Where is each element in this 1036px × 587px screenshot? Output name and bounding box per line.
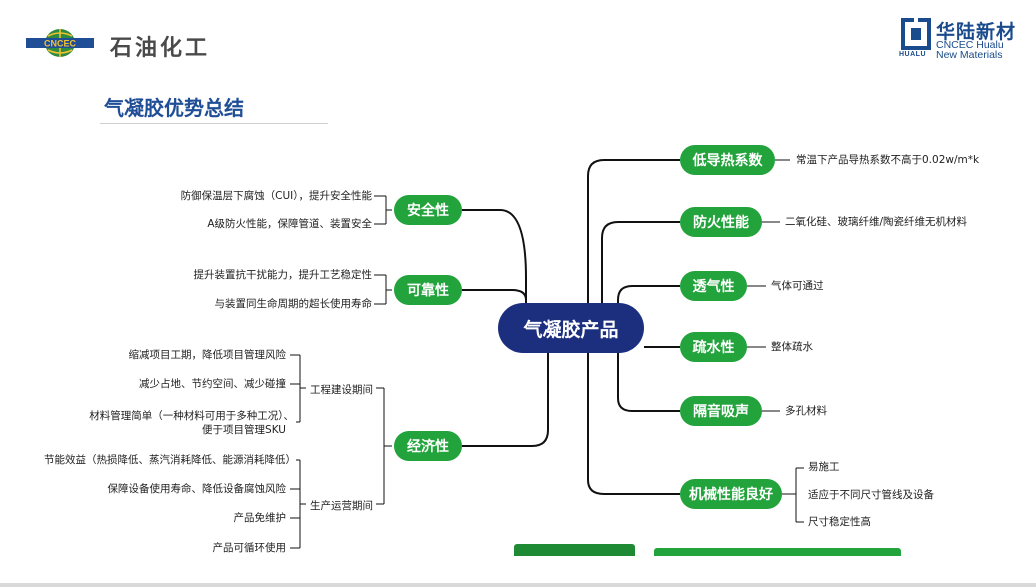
branch-acoustic: 隔音吸声 — [680, 396, 762, 426]
branch-reliability: 可靠性 — [394, 275, 462, 305]
connector-center-safety — [462, 209, 527, 304]
bracket-economy — [376, 387, 392, 505]
leaf-operation-1: 节能效益（热损降低、蒸汽消耗降低、能源消耗降低） — [44, 454, 296, 466]
leaf-hydrophobic-1: 整体疏水 — [771, 341, 813, 353]
cncec-logo-text: 石油化工 — [110, 35, 211, 61]
hualu-logo-icon — [901, 18, 931, 50]
leaf-construction-3: 材料管理简单（一种材料可用于多种工况）、 — [89, 410, 294, 422]
leaf-operation-3: 产品免维护 — [233, 512, 287, 524]
leaf-construction-1: 缩减项目工期，降低项目管理风险 — [128, 349, 287, 361]
connector-center-fire — [588, 221, 680, 305]
leaf-fire-1: 二氧化硅、玻璃纤维/陶瓷纤维无机材料 — [785, 216, 968, 228]
group-construction: 工程建设期间 — [310, 384, 373, 396]
leaf-reliability-2: 与装置同生命周期的超长使用寿命 — [214, 298, 373, 310]
cncec-globe-logo: CNCEC — [26, 29, 94, 57]
bottom-green-bar-right — [654, 548, 901, 556]
connector-center-economy — [462, 352, 549, 447]
bracket-safety — [374, 195, 392, 225]
leaf-acoustic-1: 多孔材料 — [785, 405, 827, 417]
center-node: 气凝胶产品 — [498, 303, 644, 353]
leaf-reliability-1: 提升装置抗干扰能力，提升工艺稳定性 — [193, 269, 373, 281]
page-title: 气凝胶优势总结 — [104, 96, 244, 120]
leaf-breathable-1: 气体可通过 — [771, 280, 824, 292]
branch-breathable: 透气性 — [680, 271, 747, 301]
connector-center-right-trunk — [587, 159, 680, 304]
bracket-reliability — [374, 274, 392, 305]
connector-center-breathable — [602, 285, 680, 305]
hualu-logo-en-line1: CNCEC Hualu — [936, 39, 1004, 51]
hualu-logo-en-line2: New Materials — [936, 49, 1003, 61]
leaf-safety-2: A级防火性能，保障管道、装置安全 — [207, 218, 372, 230]
bracket-mechanical — [782, 467, 804, 523]
group-operation: 生产运营期间 — [310, 500, 373, 512]
leaf-operation-2: 保障设备使用寿命、降低设备腐蚀风险 — [107, 483, 287, 495]
branch-mechanical: 机械性能良好 — [680, 479, 782, 509]
title-underline — [100, 123, 328, 124]
branch-economy: 经济性 — [394, 431, 462, 461]
leaf-operation-4: 产品可循环使用 — [212, 542, 287, 554]
branch-safety: 安全性 — [394, 195, 462, 225]
bottom-green-bar-left — [514, 544, 635, 556]
branch-fire: 防火性能 — [680, 207, 762, 237]
cncec-logo-badge: CNCEC — [44, 39, 77, 49]
leaf-safety-1: 防御保温层下腐蚀（CUI），提升安全性能 — [180, 190, 372, 202]
bracket-operation — [290, 459, 306, 549]
leaf-mechanical-3: 尺寸稳定性高 — [808, 516, 871, 528]
branch-conductivity: 低导热系数 — [680, 145, 775, 175]
leaf-construction-4: 便于项目管理SKU — [202, 424, 286, 436]
connector-center-reliability — [462, 289, 527, 304]
bracket-construction — [290, 354, 306, 423]
leaf-construction-2: 减少占地、节约空间、减少碰撞 — [139, 378, 286, 390]
connector-center-mechanical — [587, 352, 680, 495]
connector-center-acoustic — [617, 352, 680, 412]
leaf-conductivity-1: 常温下产品导热系数不高于0.02w/m*k — [796, 154, 980, 166]
leaf-mechanical-2: 适应于不同尺寸管线及设备 — [808, 489, 934, 501]
leaf-mechanical-1: 易施工 — [808, 461, 840, 473]
hualu-logo-cn: 华陆新材 — [936, 21, 1017, 43]
branch-hydrophobic: 疏水性 — [680, 332, 747, 362]
hualu-logo-tag: HUALU — [899, 51, 926, 58]
